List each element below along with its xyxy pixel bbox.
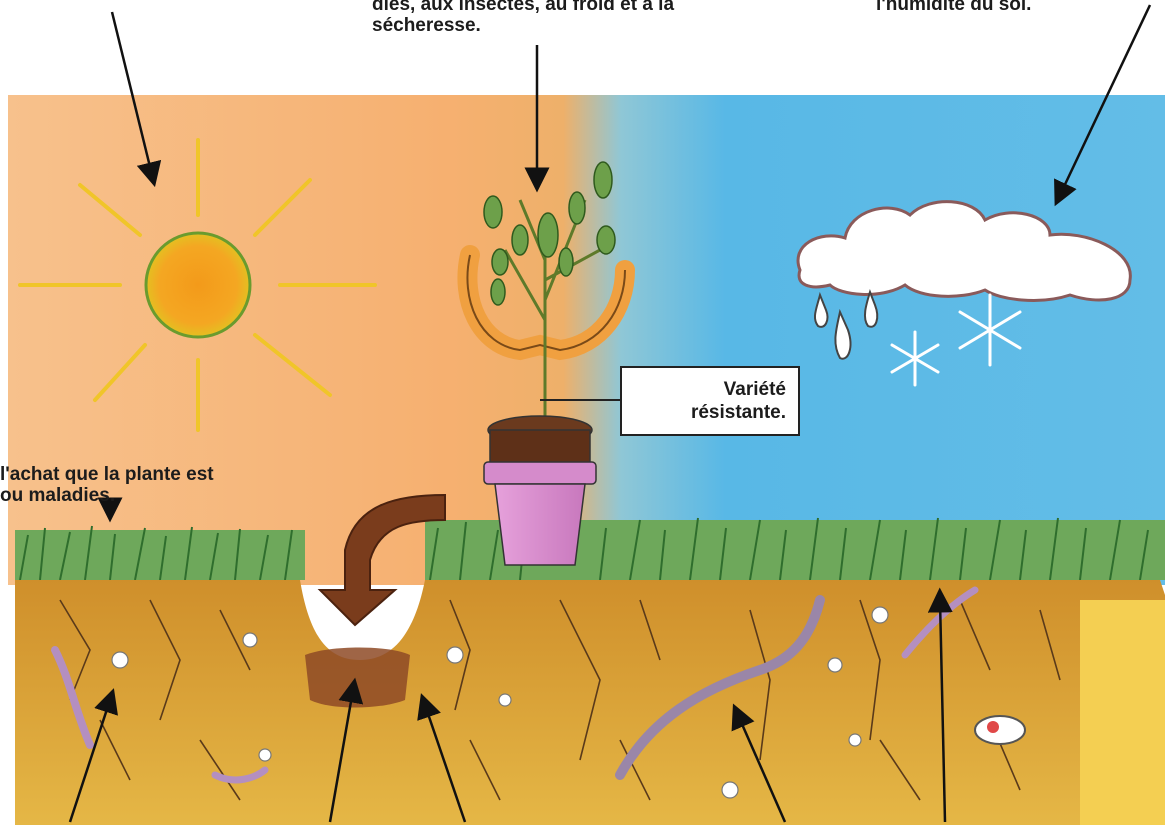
variety-label-box: Variété résistante. (620, 366, 800, 436)
variety-label-line-1: Variété (622, 378, 786, 401)
caption-resistance: dies, aux insectes, au froid et à la séc… (372, 0, 674, 36)
variety-label-line-2: résistante. (622, 401, 786, 424)
caption-purchase-line-2: ou maladies. (0, 485, 214, 506)
caption-soil-humidity-line-1: l'humidité du sol. (876, 0, 1031, 15)
caption-purchase-line-1: l'achat que la plante est (0, 464, 214, 485)
caption-soil-humidity: l'humidité du sol. (876, 0, 1031, 15)
caption-resistance-line-2: sécheresse. (372, 15, 674, 36)
soil (15, 580, 1165, 825)
yellow-soil-edge (1080, 600, 1165, 825)
caption-resistance-line-1: dies, aux insectes, au froid et à la (372, 0, 674, 15)
planting-hole-compost (305, 648, 410, 708)
caption-purchase: l'achat que la plante est ou maladies. (0, 464, 214, 506)
